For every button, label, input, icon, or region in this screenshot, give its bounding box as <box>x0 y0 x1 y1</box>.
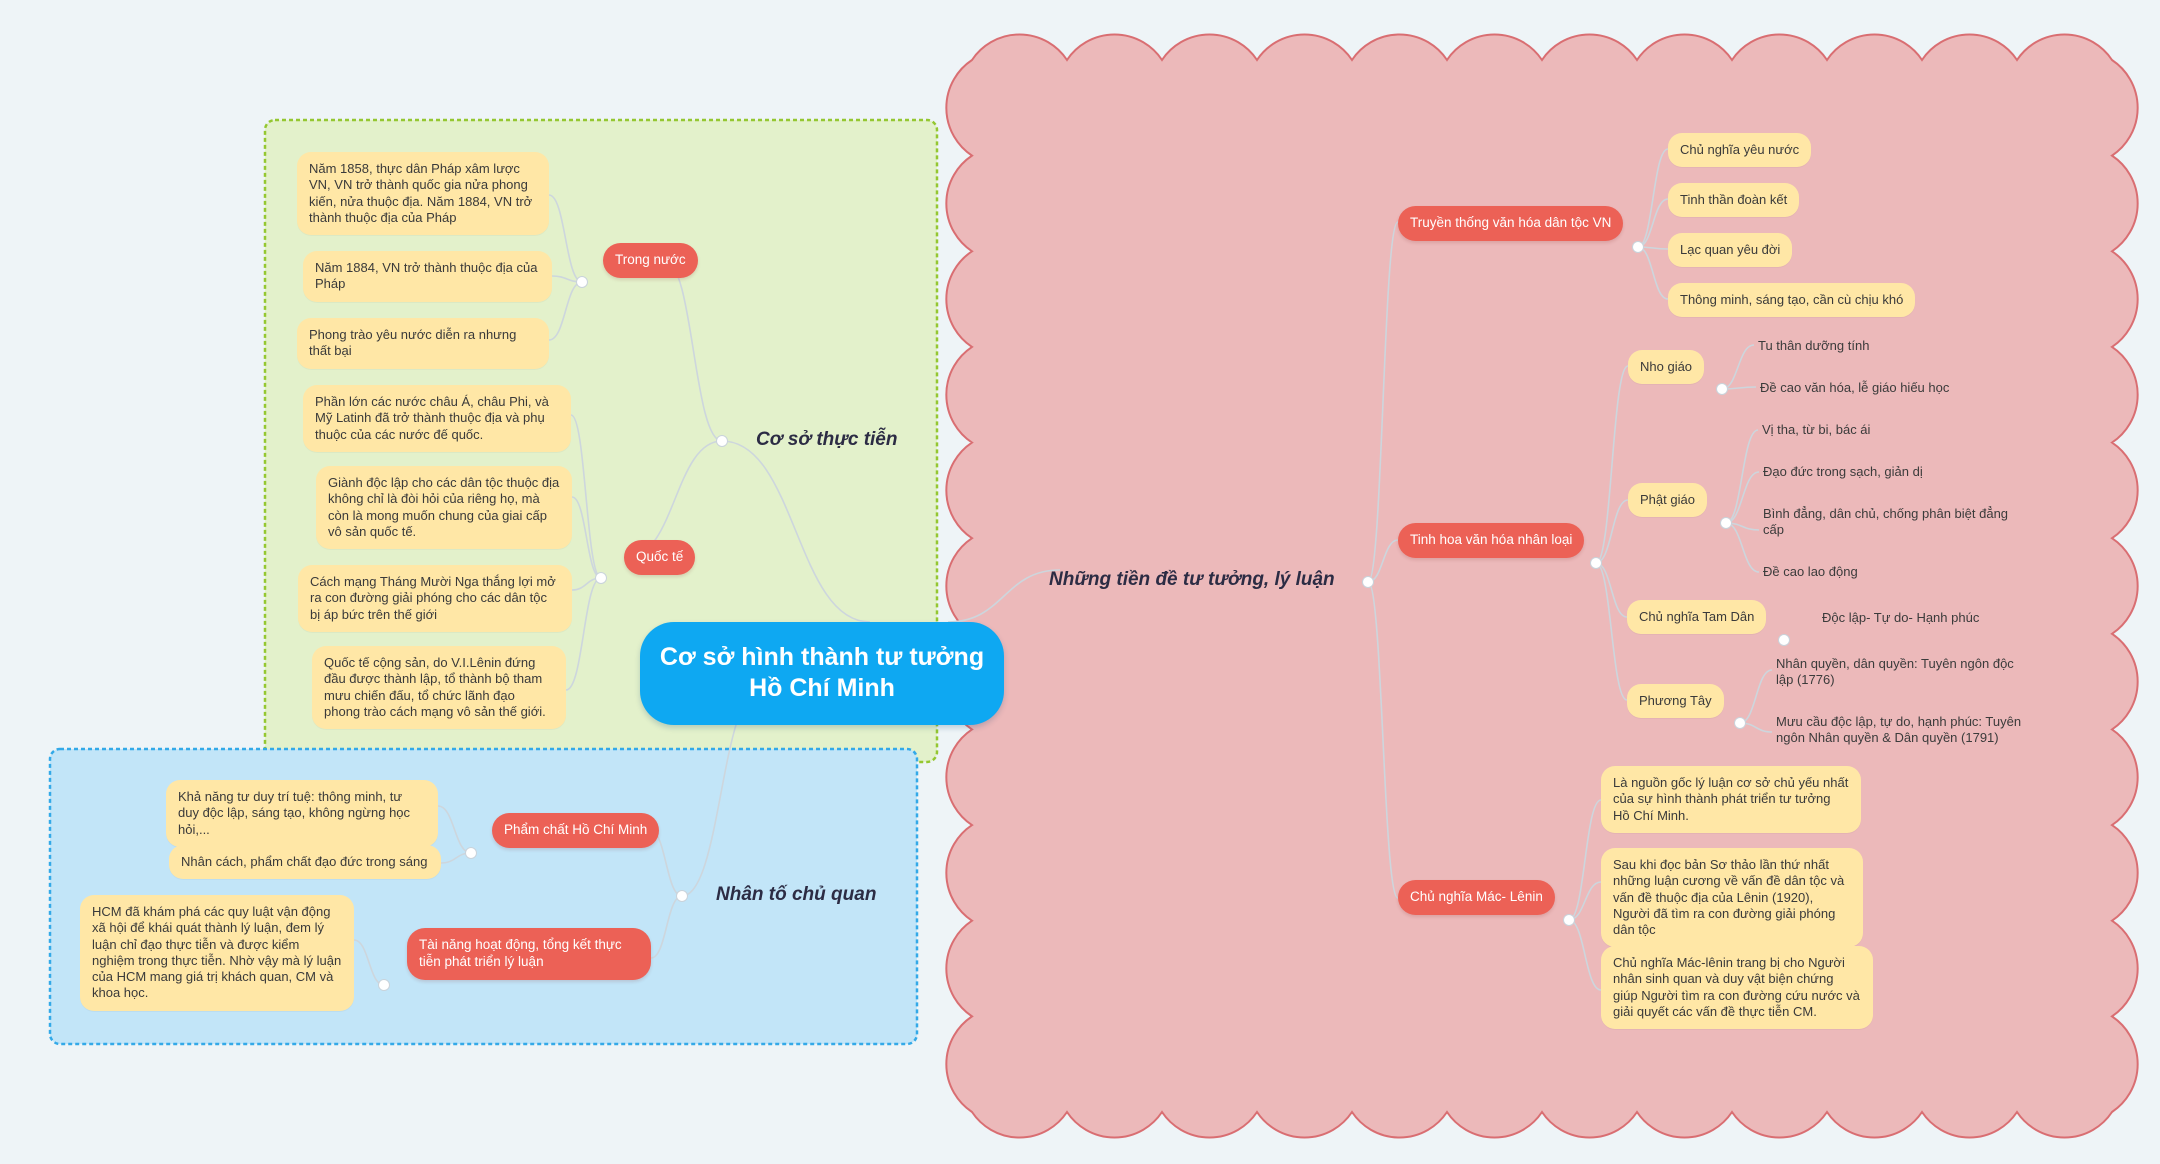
note-pham-chat-2[interactable]: Nhân cách, phẩm chất đạo đức trong sáng <box>169 845 441 880</box>
note-lac-quan-yeu-doi[interactable]: Lạc quan yêu đời <box>1668 233 1793 268</box>
connector-dot <box>676 890 688 902</box>
connector-dot <box>378 979 390 991</box>
connector-line <box>721 440 871 623</box>
branch-nhan-to-chu-quan[interactable]: Nhân tố chủ quan <box>716 884 877 905</box>
item-binh-dang-dan-chu[interactable]: Bình đẳng, dân chủ, chống phân biệt đẳng… <box>1763 506 2009 538</box>
note-trong-nuoc-1[interactable]: Năm 1858, thực dân Pháp xâm lược VN, VN … <box>297 152 549 235</box>
connector-dot <box>465 847 477 859</box>
subtopic-chu-nghia-tam-dan[interactable]: Chủ nghĩa Tam Dân <box>1627 600 1767 635</box>
subtopic-phuong-tay[interactable]: Phương Tây <box>1627 684 1724 719</box>
connector-dot <box>1563 914 1575 926</box>
connector-line <box>570 414 602 579</box>
subtopic-phat-giao[interactable]: Phật giáo <box>1628 483 1707 518</box>
topic-pham-chat-hcm[interactable]: Phẩm chất Hồ Chí Minh <box>492 813 660 848</box>
branch-tien-de-tu-tuong[interactable]: Những tiền đề tư tưởng, lý luận <box>1049 569 1335 590</box>
topic-truyen-thong-van-hoa[interactable]: Truyền thống văn hóa dân tộc VN <box>1398 206 1624 241</box>
root-topic[interactable]: Cơ sở hình thành tư tưởng Hồ Chí Minh <box>640 622 1004 725</box>
connector-line <box>1595 562 1628 701</box>
item-tu-than-duong-tinh[interactable]: Tu thân dưỡng tính <box>1758 338 1870 353</box>
connector-dot <box>576 276 588 288</box>
note-quoc-te-3[interactable]: Cách mạng Tháng Mười Nga thắng lợi mở ra… <box>298 565 572 632</box>
note-mac-lenin-2[interactable]: Sau khi đọc bản Sơ thảo lần thứ nhất nhữ… <box>1601 848 1863 948</box>
connector-dot <box>595 572 607 584</box>
connector-line <box>1367 221 1399 583</box>
note-tai-nang-1[interactable]: HCM đã khám phá các quy luật vận động xã… <box>80 895 354 1011</box>
note-tinh-than-doan-ket[interactable]: Tinh thần đoàn kết <box>1668 183 1800 218</box>
item-de-cao-van-hoa[interactable]: Đề cao văn hóa, lễ giáo hiếu học <box>1760 380 1950 395</box>
connector-dot <box>1720 517 1732 529</box>
topic-trong-nuoc[interactable]: Trong nước <box>603 243 698 278</box>
topic-quoc-te[interactable]: Quốc tế <box>624 540 696 575</box>
connector-dot <box>1716 383 1728 395</box>
subtopic-nho-giao[interactable]: Nho giáo <box>1628 350 1705 385</box>
note-chu-nghia-yeu-nuoc[interactable]: Chủ nghĩa yêu nước <box>1668 133 1812 168</box>
connector-line <box>565 577 602 691</box>
note-quoc-te-4[interactable]: Quốc tế cộng sản, do V.I.Lênin đứng đầu … <box>312 646 566 729</box>
topic-chu-nghia-mac-lenin[interactable]: Chủ nghĩa Mác- Lênin <box>1398 880 1555 915</box>
connector-line <box>1568 799 1602 921</box>
item-dao-duc-trong-sach[interactable]: Đạo đức trong sạch, giản dị <box>1763 464 1923 479</box>
connector-dot <box>1590 557 1602 569</box>
connector-dot <box>1632 241 1644 253</box>
connector-line <box>947 569 1061 623</box>
note-mac-lenin-3[interactable]: Chủ nghĩa Mác-lênin trang bị cho Người n… <box>1601 946 1873 1029</box>
connector-line <box>1595 365 1629 564</box>
connector-line <box>1367 581 1399 899</box>
note-trong-nuoc-3[interactable]: Phong trào yêu nước diễn ra nhưng thất b… <box>297 318 549 369</box>
item-doc-lap-tu-do-hanh-phuc[interactable]: Độc lập- Tự do- Hạnh phúc <box>1822 610 1980 625</box>
item-de-cao-lao-dong[interactable]: Đề cao lao động <box>1763 564 1858 579</box>
note-quoc-te-1[interactable]: Phần lớn các nước châu Á, châu Phi, và M… <box>303 385 571 452</box>
topic-tinh-hoa-van-hoa[interactable]: Tinh hoa văn hóa nhân loại <box>1398 523 1585 558</box>
connector-dot <box>1362 576 1374 588</box>
note-mac-lenin-1[interactable]: Là nguồn gốc lý luận cơ sở chủ yếu nhất … <box>1601 766 1861 833</box>
connector-dot <box>1778 634 1790 646</box>
item-muu-cau-doc-lap[interactable]: Mưu cầu độc lập, tự do, hạnh phúc: Tuyên… <box>1776 714 2022 746</box>
connector-dot <box>1734 717 1746 729</box>
item-nhan-quyen-dan-quyen[interactable]: Nhân quyền, dân quyền: Tuyên ngôn độc lậ… <box>1776 656 2014 688</box>
item-vi-tha-tu-bi[interactable]: Vị tha, từ bi, bác ái <box>1762 422 1871 437</box>
branch-co-so-thuc-tien[interactable]: Cơ sở thực tiễn <box>756 429 898 450</box>
note-pham-chat-1[interactable]: Khả năng tư duy trí tuệ: thông minh, tư … <box>166 780 438 847</box>
note-thong-minh-sang-tao[interactable]: Thông minh, sáng tạo, cần cù chịu khó <box>1668 283 1916 318</box>
note-quoc-te-2[interactable]: Giành độc lập cho các dân tộc thuộc địa … <box>316 466 572 549</box>
note-trong-nuoc-2[interactable]: Năm 1884, VN trở thành thuộc địa của Phá… <box>303 251 552 302</box>
connector-dot <box>716 435 728 447</box>
topic-tai-nang[interactable]: Tài năng hoạt động, tổng kết thực tiễn p… <box>407 928 651 980</box>
